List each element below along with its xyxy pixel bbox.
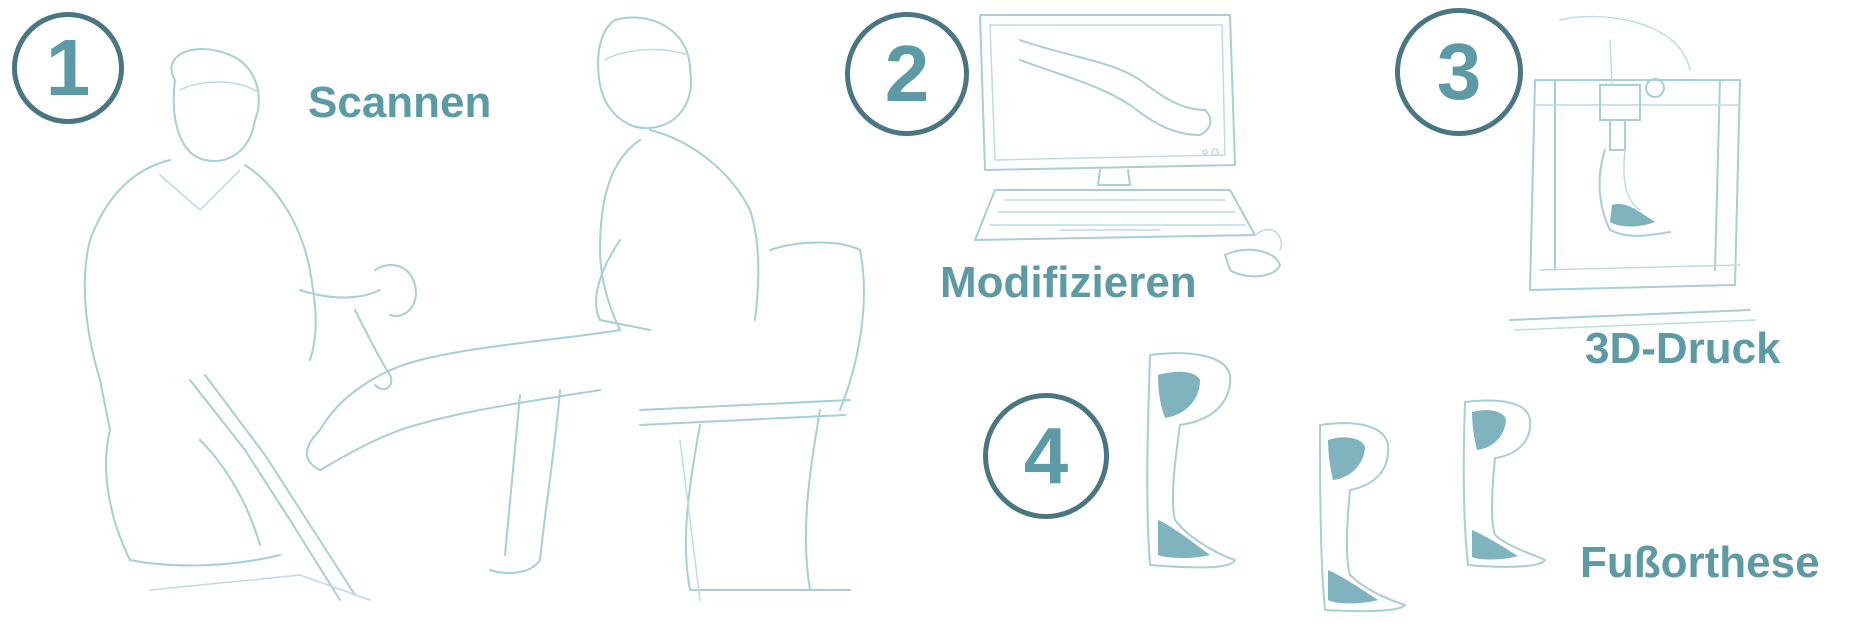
- step-number-1: 1: [45, 23, 91, 112]
- computer-illustration: [974, 14, 1282, 278]
- step-number-4: 4: [1023, 411, 1069, 500]
- step-number-3: 3: [1436, 27, 1482, 116]
- step-number-circle-3: 3: [1395, 8, 1523, 136]
- step-number-circle-2: 2: [845, 12, 969, 136]
- 3d-printer-illustration: [1509, 15, 1756, 331]
- orthoses-illustration: [1146, 352, 1546, 613]
- step-label-3d-druck: 3D-Druck: [1585, 324, 1781, 373]
- scanning-scene-illustration: [83, 16, 865, 601]
- step-label-scannen: Scannen: [308, 78, 492, 127]
- step-number-circle-4: 4: [983, 393, 1109, 519]
- step-number-2: 2: [884, 29, 930, 118]
- step-label-modifizieren: Modifizieren: [940, 258, 1197, 307]
- step-label-fussorthese: Fußorthese: [1580, 538, 1820, 587]
- step-number-circle-1: 1: [12, 12, 124, 124]
